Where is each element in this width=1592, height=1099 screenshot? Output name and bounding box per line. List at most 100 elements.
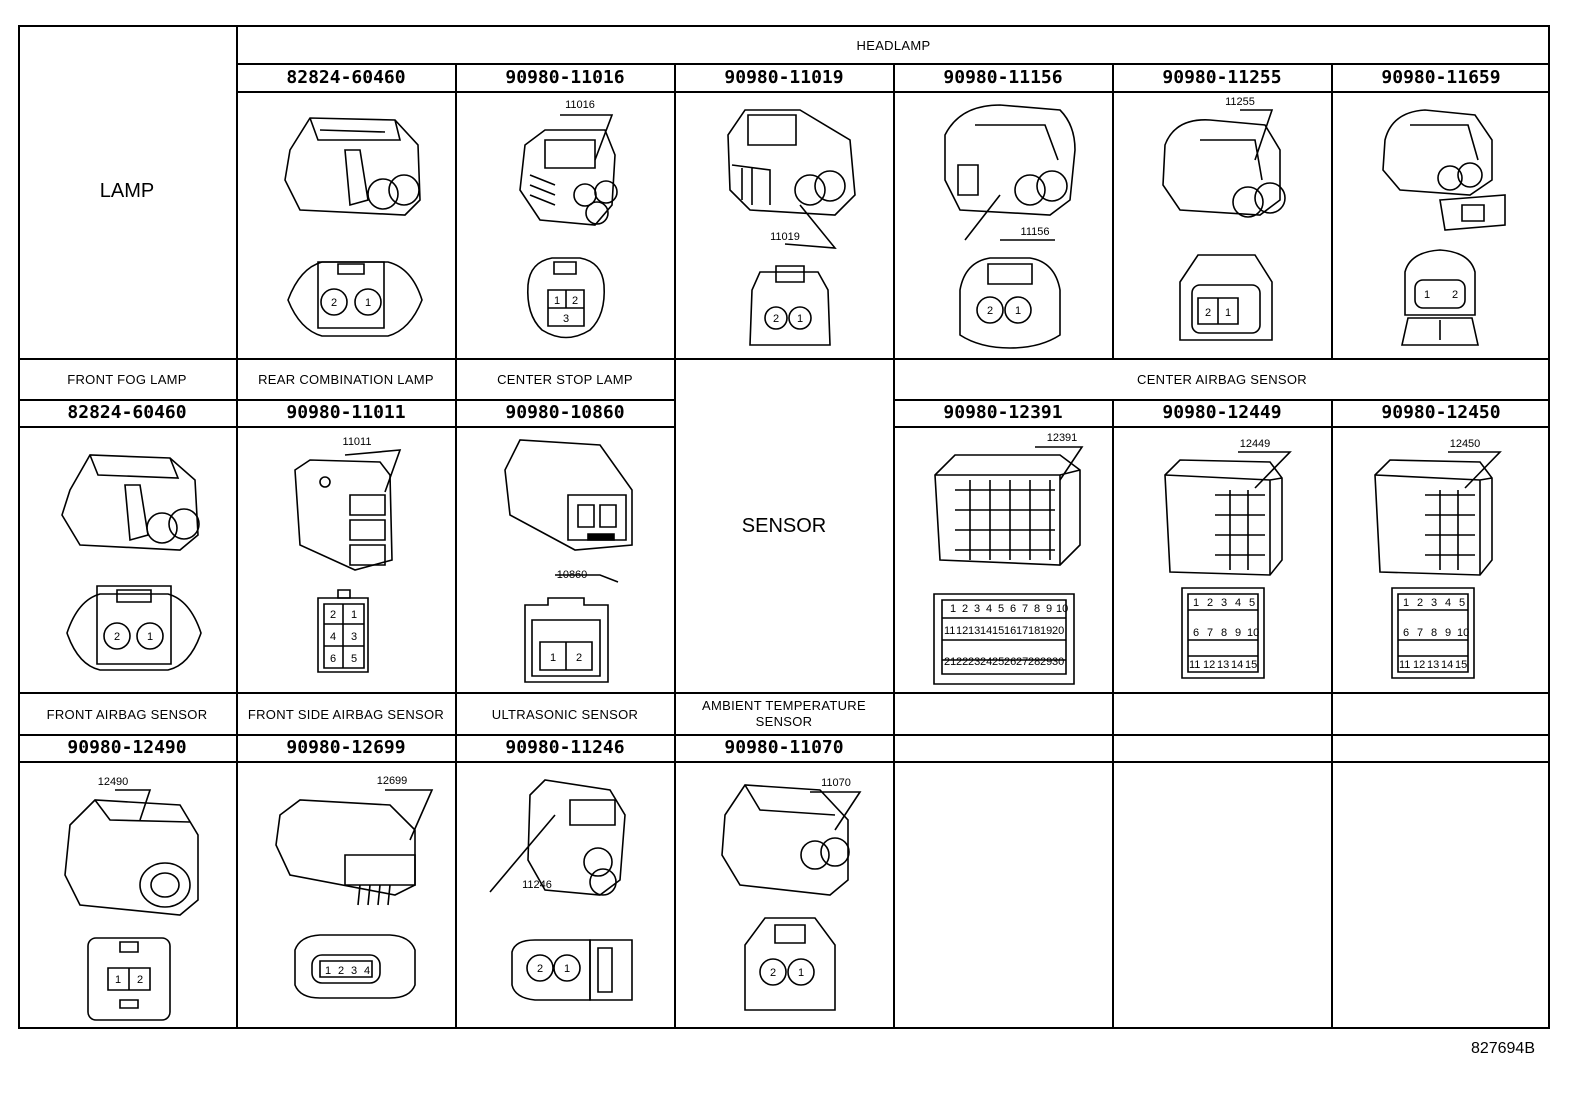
connector-3d-icon [935,447,1082,565]
connector-3d-icon [1163,110,1285,217]
pin-number: 2 [576,652,582,664]
pin-number: 1 [147,631,153,643]
pin-number: 1 [325,965,331,977]
grid-line [893,63,895,1029]
callout-label: 11011 [343,436,372,448]
connector-face-icon [1402,250,1478,345]
pin-number: 13 [1217,659,1229,671]
pin-number: 7 [1207,627,1213,639]
pin-number: 10 [1247,627,1259,639]
part-number: 90980-11659 [1381,67,1501,88]
pin-number: 12 [1413,659,1425,671]
connector-3d-icon [285,118,420,215]
pin-number: 2 [338,965,344,977]
pin-number: 2 [962,603,968,615]
grid-line [18,426,676,428]
pin-number: 3 [351,965,357,977]
connector-face-icon [318,590,368,672]
pin-number: 1 [1424,289,1430,301]
pin-number: 3 [974,603,980,615]
pin-number: 2 [572,295,578,307]
pin-number: 15 [1245,659,1257,671]
pin-number: 9 [1046,603,1052,615]
pin-number: 3 [563,313,569,325]
pin-number: 23 [968,656,980,668]
connector-3d-icon [505,440,632,582]
part-number: 90980-11070 [724,737,844,758]
connector-3d-icon [295,450,400,570]
pin-number: 3 [351,631,357,643]
part-number: 90980-12699 [286,737,406,758]
section-lamp: LAMP [99,180,155,202]
section-center-airbag-sensor: CENTER AIRBAG SENSOR [1137,372,1307,387]
pin-number: 1 [797,313,803,325]
pin-number: 26 [1004,656,1016,668]
pin-number: 2 [773,313,779,325]
callout-label: 12449 [1240,438,1271,450]
pin-number: 13 [1427,659,1439,671]
part-number: 82824-60460 [67,402,187,423]
pin-number: 14 [1231,659,1243,671]
pin-grid: 1 2 3 4 5 6 7 8 9 10 11 12 13 14 15 [1189,597,1259,671]
pin-number: 16 [1004,625,1016,637]
pin-number: 7 [1022,603,1028,615]
callout-label: 12490 [98,776,129,788]
connector-3d-icon [1375,452,1500,575]
connector-3d-icon [520,115,617,225]
callout-label: 10860 [557,569,588,581]
pin-number: 21 [944,656,956,668]
connector-face-icon [525,598,608,682]
pin-number: 5 [1249,597,1255,609]
pin-number: 19 [1040,625,1052,637]
pin-number: 8 [1034,603,1040,615]
pin-number: 6 [1193,627,1199,639]
pin-number: 22 [956,656,968,668]
section-front-side-airbag-sensor: FRONT SIDE AIRBAG SENSOR [247,707,445,722]
connector-face-icon [1182,588,1264,678]
pin-number: 1 [554,295,560,307]
pin-number: 24 [980,656,992,668]
pin-number: 4 [1445,597,1451,609]
pin-number: 12 [1203,659,1215,671]
grid-line [1331,63,1333,359]
pin-number: 2 [137,974,143,986]
grid-line [455,63,457,1029]
part-number: 90980-12449 [1162,402,1282,423]
pin-number: 2 [537,963,543,975]
section-center-stop-lamp: CENTER STOP LAMP [497,372,633,387]
pin-number: 17 [1016,625,1028,637]
pin-number: 1 [351,609,357,621]
section-front-fog-lamp: FRONT FOG LAMP [67,372,187,387]
pin-number: 25 [992,656,1004,668]
pin-number: 4 [986,603,992,615]
grid-line [18,399,676,401]
section-sensor: SENSOR [741,515,827,537]
pin-number: 2 [330,609,336,621]
pin-number: 7 [1417,627,1423,639]
connector-face-icon [528,258,604,338]
part-number: 90980-11156 [943,67,1063,88]
part-number: 90980-11011 [286,402,406,423]
section-rear-combination-lamp: REAR COMBINATION LAMP [258,372,434,387]
pin-number: 11 [1189,659,1200,671]
connector-3d-icon [65,790,198,915]
pin-number: 8 [1221,627,1227,639]
pin-number: 4 [1235,597,1241,609]
grid-line [18,692,1550,694]
connector-3d-icon [1165,452,1290,575]
pin-number: 9 [1235,627,1241,639]
connector-face-icon [1392,588,1474,678]
callout-label: 11016 [565,99,595,111]
part-number: 82824-60460 [286,67,406,88]
pin-number: 12 [956,625,968,637]
section-ultrasonic-sensor: ULTRASONIC SENSOR [491,707,639,722]
connector-face-icon [745,918,835,1010]
section-ambient-temperature-sensor: AMBIENT TEMPERATURE SENSOR [702,698,866,729]
part-number: 90980-10860 [505,402,625,423]
connector-face-icon [88,938,170,1020]
pin-number: 1 [798,967,804,979]
pin-number: 2 [331,297,337,309]
grid-line [1331,399,1333,1029]
connector-face-icon [750,266,830,345]
pin-number: 1 [115,974,121,986]
